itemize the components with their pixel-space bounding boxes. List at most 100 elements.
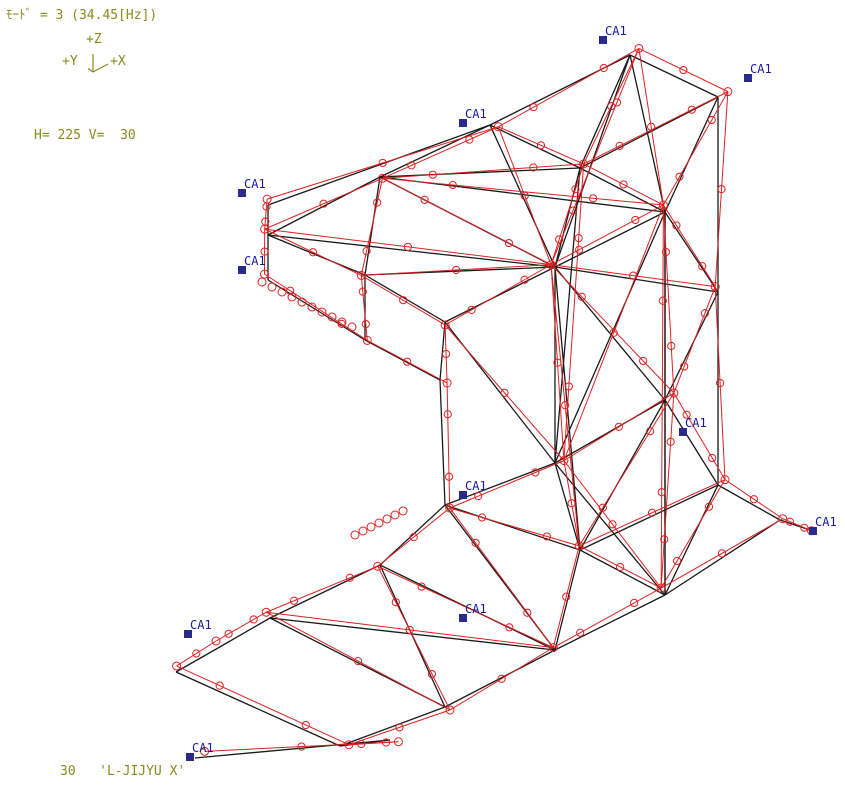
deformed-member bbox=[725, 480, 783, 519]
frame-member bbox=[268, 177, 380, 235]
deformed-member bbox=[450, 508, 554, 648]
support-label: CA1 bbox=[192, 741, 214, 755]
node-marker bbox=[383, 515, 391, 523]
deformed-member bbox=[367, 340, 447, 383]
load-case-label: 30 'L-JIJYU X' bbox=[60, 764, 185, 779]
deformed-member bbox=[674, 287, 715, 393]
deformed-member bbox=[579, 393, 674, 546]
frame-member bbox=[195, 740, 390, 758]
axis-z-label: +Z bbox=[86, 32, 102, 47]
deformed-member bbox=[661, 393, 674, 588]
node-marker bbox=[399, 507, 407, 515]
node-marker bbox=[348, 323, 356, 331]
deformed-member bbox=[564, 393, 674, 461]
frame-member bbox=[580, 400, 665, 550]
deformed-member bbox=[498, 127, 551, 265]
node-marker bbox=[367, 523, 375, 531]
view-angle: H= 225 V= 30 bbox=[34, 128, 136, 143]
undeformed-frame bbox=[176, 55, 810, 758]
frame-member bbox=[445, 267, 555, 322]
node-marker bbox=[391, 511, 399, 519]
frame-member bbox=[445, 650, 555, 707]
support-label: CA1 bbox=[465, 602, 487, 616]
deformed-member bbox=[584, 48, 639, 163]
deformed-member bbox=[382, 164, 583, 178]
support-label: CA1 bbox=[465, 479, 487, 493]
deformed-member bbox=[639, 48, 728, 91]
deformed-member bbox=[447, 383, 450, 508]
frame-member bbox=[445, 505, 580, 550]
deformed-member bbox=[674, 393, 725, 480]
frame-member bbox=[555, 595, 665, 650]
frame-member bbox=[380, 168, 580, 177]
support-label: CA1 bbox=[465, 107, 487, 121]
deformed-member bbox=[579, 546, 661, 588]
deformed-member bbox=[661, 480, 725, 588]
deformed-member bbox=[564, 205, 664, 461]
support-label: CA1 bbox=[244, 177, 266, 191]
support-label: CA1 bbox=[685, 416, 707, 430]
deformed-member bbox=[564, 461, 661, 588]
deformed-member bbox=[382, 178, 551, 264]
deformed-member bbox=[378, 566, 450, 710]
frame-member bbox=[580, 97, 718, 168]
node-marker bbox=[258, 278, 266, 286]
deformed-member bbox=[266, 566, 378, 612]
frame-member bbox=[440, 380, 445, 505]
deformed-member bbox=[445, 265, 551, 325]
deformed-member bbox=[361, 275, 445, 325]
deformed-member bbox=[361, 275, 367, 340]
deformed-member bbox=[553, 546, 579, 648]
axis-y-label: +Y bbox=[62, 54, 78, 69]
frame-member bbox=[555, 212, 665, 463]
deformed-member bbox=[216, 612, 266, 641]
frame-member bbox=[580, 55, 630, 168]
deformed-member bbox=[265, 178, 383, 229]
node-marker bbox=[268, 283, 276, 291]
frame-member bbox=[270, 618, 555, 650]
support-label: CA1 bbox=[190, 618, 212, 632]
deformed-frame bbox=[177, 48, 812, 751]
frame-member bbox=[490, 125, 580, 168]
frame-member bbox=[665, 520, 780, 595]
node-marker bbox=[375, 519, 383, 527]
frame-member bbox=[365, 340, 440, 380]
support-label: CA1 bbox=[605, 24, 627, 38]
deformed-member bbox=[445, 325, 564, 461]
frame-member bbox=[718, 485, 780, 520]
deformed-member bbox=[266, 612, 450, 710]
deformed-member bbox=[378, 508, 450, 566]
node-marker bbox=[359, 527, 367, 535]
frame-member bbox=[218, 618, 270, 648]
deformed-nodes bbox=[173, 44, 816, 755]
support-label: CA1 bbox=[750, 62, 772, 76]
frame-member bbox=[380, 125, 490, 177]
deformed-member bbox=[382, 127, 498, 179]
frame-member bbox=[490, 125, 555, 267]
node-marker bbox=[351, 531, 359, 539]
deformed-member bbox=[498, 127, 583, 164]
deformed-member bbox=[265, 229, 362, 275]
deformed-member bbox=[177, 666, 349, 745]
support-label: CA1 bbox=[815, 515, 837, 529]
frame-member bbox=[365, 275, 445, 322]
support-label: CA1 bbox=[244, 254, 266, 268]
deformed-member bbox=[450, 648, 553, 710]
frame-member bbox=[270, 565, 380, 618]
deformed-member bbox=[349, 710, 450, 745]
frame-member bbox=[630, 55, 665, 212]
deformed-member bbox=[361, 178, 382, 275]
frame-member bbox=[665, 485, 718, 595]
deformed-member bbox=[445, 325, 447, 383]
deformed-member bbox=[661, 519, 783, 588]
frame-member bbox=[580, 168, 665, 212]
deformed-member bbox=[715, 92, 728, 287]
frame-member bbox=[580, 550, 665, 595]
frame-member bbox=[555, 267, 718, 292]
frame-member bbox=[665, 97, 718, 212]
deformed-member bbox=[267, 127, 498, 199]
frame-member bbox=[176, 672, 340, 746]
deformed-member bbox=[450, 508, 580, 546]
